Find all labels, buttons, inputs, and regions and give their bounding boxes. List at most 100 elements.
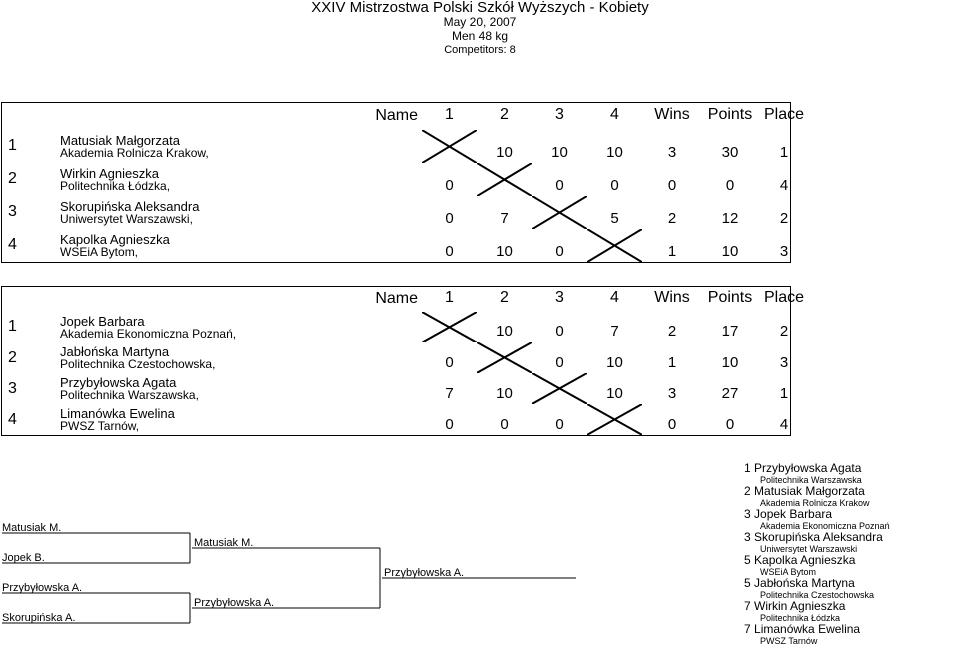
bout-score: 10	[496, 385, 513, 403]
competitor-points: 10	[721, 354, 739, 372]
competitor-number: 3	[8, 203, 17, 221]
competitor-wins: 3	[667, 385, 677, 403]
result-line: 1 Przybyłowska Agata	[744, 462, 960, 475]
event-date: May 20, 2007	[443, 15, 517, 29]
competitor-number: 1	[8, 318, 17, 336]
column-header-3: 3	[555, 106, 564, 124]
diagonal-cross	[422, 130, 477, 163]
result-name: Limanówka Ewelina	[754, 622, 861, 636]
competitor-count: Competitors: 8	[444, 44, 516, 56]
competitor-club: PWSZ Tarnów,	[60, 419, 140, 434]
bracket-final-winner: Przybyłowska A.	[384, 567, 465, 579]
competitor-club: Politechnika Warszawska,	[60, 388, 199, 403]
competitor-name: Wirkin Agnieszka	[60, 165, 159, 181]
bout-score: 0	[555, 354, 564, 372]
competitor-club: Uniwersytet Warszawski,	[60, 211, 193, 226]
bout-score: 10	[606, 385, 623, 403]
column-header-name: Name	[375, 107, 418, 125]
result-place: 3	[744, 507, 751, 521]
bout-score: 7	[610, 323, 619, 341]
bout-score: 5	[610, 209, 619, 227]
bout-score: 0	[445, 354, 454, 372]
bout-score: 10	[496, 143, 513, 161]
competitor-place: 3	[779, 354, 789, 372]
event-title: XXIV Mistrzostwa Polski Szkół Wyższych -…	[311, 0, 649, 16]
bout-score: 10	[606, 143, 623, 161]
bracket-r1-slot-3: Przybyłowska A.	[2, 582, 83, 594]
column-header-1: 1	[445, 106, 454, 124]
bout-score: 0	[445, 209, 454, 227]
column-header-points: Points	[707, 289, 753, 307]
elimination-bracket	[2, 532, 576, 624]
column-header-2: 2	[500, 106, 509, 124]
competitor-wins: 2	[667, 209, 677, 227]
competitor-wins: 1	[667, 243, 677, 260]
result-name: Skorupińska Aleksandra	[754, 530, 883, 544]
bout-score: 0	[445, 243, 454, 260]
column-header-points: Points	[707, 106, 753, 124]
column-header-place: Place	[763, 289, 805, 307]
competitor-name: Limanówka Ewelina	[60, 406, 175, 422]
competitor-place: 2	[779, 323, 789, 341]
competitor-club: Politechnika Czestochowska,	[60, 357, 216, 372]
weight-category: Men 48 kg	[451, 29, 509, 43]
result-name: Przybyłowska Agata	[754, 461, 862, 475]
result-name: Wirkin Agnieszka	[754, 599, 846, 613]
competitor-name: Skorupińska Aleksandra	[60, 198, 200, 214]
competitor-name: Jopek Barbara	[60, 313, 145, 329]
bout-score: 10	[606, 354, 623, 372]
result-club: Akademia Rolnicza Krakow	[760, 498, 870, 508]
result-club: Akademia Ekonomiczna Poznań	[760, 521, 890, 531]
bout-score: 0	[555, 243, 564, 260]
competitor-place: 1	[779, 385, 789, 403]
bout-score: 10	[551, 143, 568, 161]
competitor-place: 4	[779, 176, 789, 194]
column-header-wins: Wins	[654, 106, 690, 124]
bout-score: 10	[496, 323, 513, 341]
bracket-r1-slot-2: Jopek B.	[2, 552, 45, 564]
competitor-name: Jabłońska Martyna	[60, 344, 170, 360]
bracket-r2-slot-2: Przybyłowska A.	[194, 597, 275, 609]
result-line: 5 Kapolka Agnieszka	[744, 554, 960, 567]
result-place: 5	[744, 553, 751, 567]
competitor-points: 0	[725, 176, 735, 194]
result-club: PWSZ Tarnów	[760, 636, 818, 646]
competitor-number: 2	[8, 348, 17, 366]
competitor-place: 3	[779, 243, 789, 260]
diagonal-cross	[477, 342, 532, 373]
result-name: Matusiak Małgorzata	[754, 484, 865, 498]
competitor-wins: 1	[667, 354, 677, 372]
competitor-name: Przybyłowska Agata	[60, 375, 177, 391]
competitor-number: 3	[8, 379, 17, 397]
competitor-wins: 0	[667, 176, 677, 194]
column-header-4: 4	[610, 289, 619, 307]
bout-score: 0	[445, 416, 454, 433]
bracket-r1-slot-1: Matusiak M.	[2, 522, 62, 534]
result-name: Jabłońska Martyna	[754, 576, 855, 590]
competitor-place: 1	[779, 143, 789, 161]
column-header-wins: Wins	[654, 289, 690, 307]
result-line: 2 Matusiak Małgorzata	[744, 485, 960, 498]
bout-score: 0	[555, 176, 564, 194]
bout-score: 7	[445, 385, 454, 403]
result-name: Kapolka Agnieszka	[754, 553, 856, 567]
diagonal-cross	[422, 312, 477, 343]
competitor-points: 10	[721, 243, 739, 260]
